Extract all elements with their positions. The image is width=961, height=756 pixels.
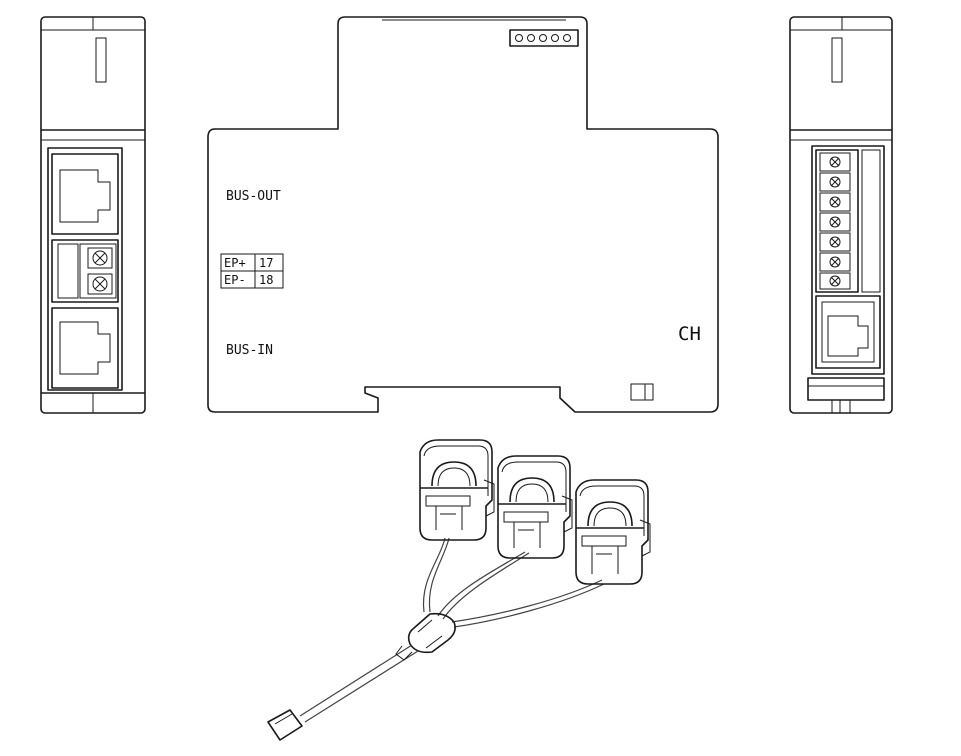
current-transformer-2: [497, 455, 573, 559]
terminal-ep-minus: EP-: [224, 273, 246, 287]
din-rail-clip: [807, 377, 885, 414]
main-cable: [299, 644, 419, 723]
plug-connector: [267, 709, 303, 741]
dip-switch: [630, 383, 654, 401]
pin-header-connector: [509, 29, 579, 47]
left-side-view: [40, 16, 146, 414]
cable-splitter: [407, 612, 456, 654]
current-transformer-3: [575, 479, 651, 585]
rj45-port-top: [51, 153, 119, 235]
bus-out-label: BUS-OUT: [226, 189, 281, 204]
terminal-ep-plus-number: 17: [259, 256, 273, 270]
rj45-port-bottom: [51, 307, 119, 389]
current-transformer-harness: [267, 439, 651, 741]
terminal-table: EP+ 17 EP- 18: [220, 253, 284, 289]
terminal-ep-plus: EP+: [224, 256, 246, 270]
harness-wires: [422, 537, 605, 628]
rj45-port-right: [815, 295, 881, 369]
terminal-strip: [815, 149, 881, 293]
front-view: BUS-OUT EP+ 17 EP- 18 BUS-IN CH: [207, 16, 719, 413]
right-side-view: [789, 16, 893, 414]
model-label: CH: [678, 323, 701, 345]
terminal-ep-minus-number: 18: [259, 273, 273, 287]
bus-in-label: BUS-IN: [226, 343, 273, 358]
current-transformer-1: [419, 439, 495, 541]
screw-terminal-block: [51, 239, 119, 303]
